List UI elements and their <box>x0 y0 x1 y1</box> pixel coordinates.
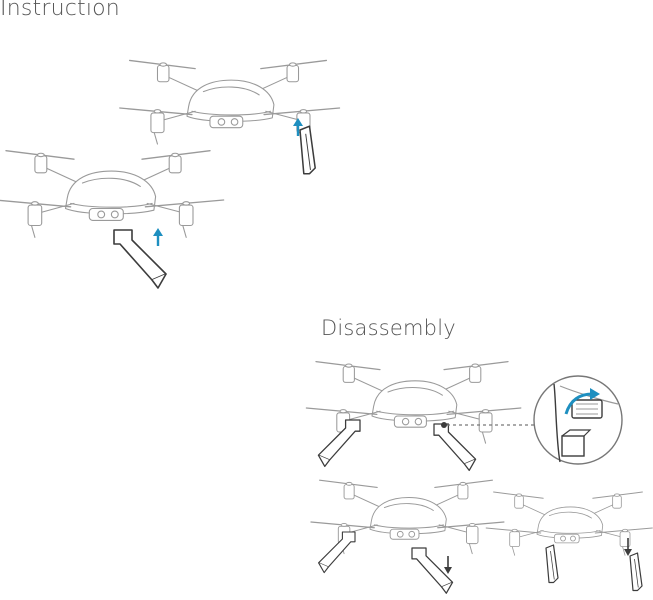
landing-gear-disassembly-bottom-right-a <box>545 544 559 584</box>
landing-gear-instruction-rear <box>299 125 316 175</box>
landing-gear-disassembly-bottom-right-b <box>629 552 643 592</box>
magnifier-callout <box>533 375 623 465</box>
instruction-title: Instruction <box>0 0 120 21</box>
curved-arrow-icon <box>564 388 600 415</box>
callout-pointer <box>441 422 536 428</box>
arrow-down-icon <box>443 555 453 575</box>
arrow-up-icon <box>151 226 165 248</box>
drone-illustration-instruction-front <box>0 150 225 239</box>
drone-illustration-disassembly-main <box>305 360 522 444</box>
landing-gear-disassembly-right <box>433 423 477 472</box>
landing-gear-disassembly-bottom-left <box>318 531 356 574</box>
disassembly-title: Disassembly <box>321 316 456 340</box>
